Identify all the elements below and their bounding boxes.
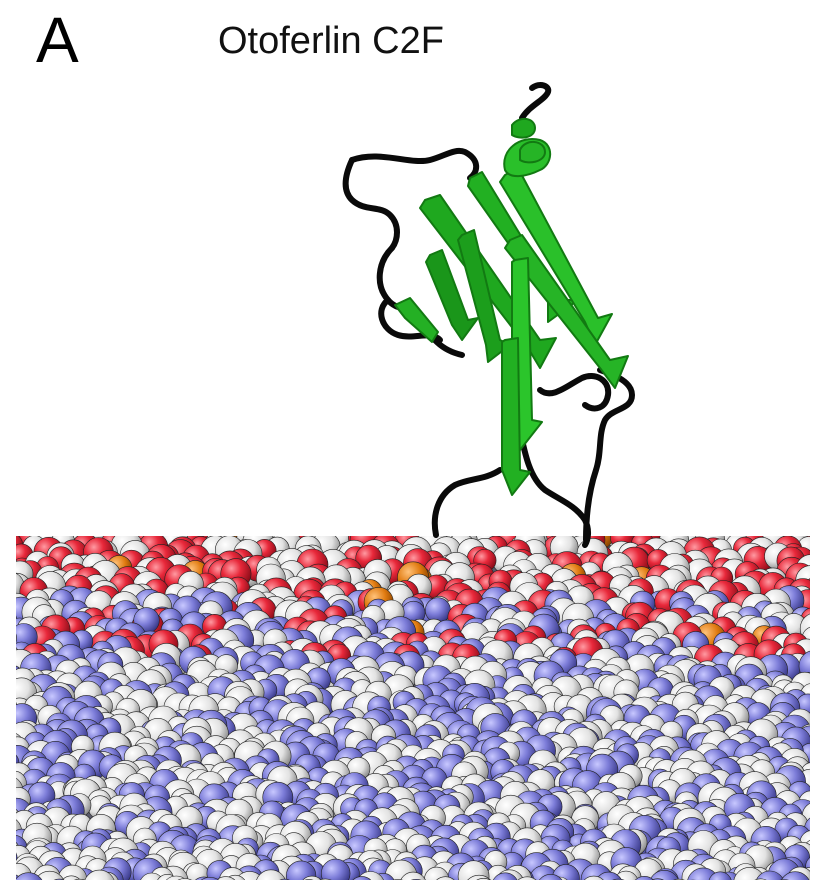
carbon-atom (304, 879, 314, 880)
hydrogen-atom (436, 876, 455, 880)
carbon-atom (0, 786, 15, 809)
hydrogen-atom (216, 876, 236, 880)
carbon-atom (16, 872, 43, 880)
oxygen-atom (0, 531, 12, 556)
hydrogen-atom (392, 879, 403, 880)
hydrogen-atom (319, 878, 332, 880)
figure-title: Otoferlin C2F (218, 20, 444, 62)
helix-top-2 (511, 117, 536, 139)
hydrogen-atom (16, 811, 17, 821)
carbon-atom (424, 597, 451, 624)
strand-8 (394, 297, 439, 343)
strand-2 (499, 167, 613, 346)
lipid-membrane (0, 531, 810, 880)
loop-right (583, 367, 635, 543)
carbon-atom (16, 852, 18, 865)
strand-9 (501, 337, 531, 496)
carbon-atom (286, 860, 317, 880)
hydrogen-atom (16, 633, 17, 643)
oxygen-atom (0, 611, 14, 636)
carbon-atom (16, 729, 17, 739)
hydrogen-atom (84, 869, 115, 880)
carbon-atom (539, 874, 563, 880)
loop-right-inner (537, 373, 612, 412)
loop-top-right (519, 82, 552, 121)
hydrogen-atom (673, 878, 685, 880)
loop-descending-left (431, 467, 503, 538)
carbon-atom (649, 870, 679, 880)
strand-5 (457, 229, 511, 363)
hydrogen-atom (74, 878, 86, 880)
loop-left-top (342, 157, 400, 251)
carbon-atom (321, 858, 351, 880)
hydrogen-atom (16, 701, 18, 714)
hydrogen-atom (583, 875, 604, 880)
panel-label: A (36, 4, 79, 76)
hydrogen-atom (400, 871, 426, 880)
strand-7 (425, 249, 479, 341)
carbon-atom (352, 876, 372, 880)
carbon-atom (651, 878, 664, 880)
carbon-atom (755, 870, 784, 880)
carbon-atom (200, 877, 220, 880)
protein-structure (342, 82, 635, 548)
hydrogen-atom (754, 878, 767, 880)
carbon-atom (0, 654, 14, 681)
hydrogen-atom (61, 875, 81, 880)
carbon-atom (612, 878, 625, 880)
hydrogen-atom (185, 863, 210, 880)
hydrogen-atom (140, 872, 164, 880)
hydrogen-atom (517, 876, 537, 880)
hydrogen-atom (177, 878, 192, 880)
carbon-atom (779, 879, 789, 880)
loop-upper (349, 148, 480, 181)
hydrogen-atom (16, 708, 19, 725)
hydrogen-atom (34, 870, 65, 880)
protein-strands (394, 117, 629, 496)
hydrogen-atom (256, 869, 286, 880)
helix-top-3 (519, 141, 546, 164)
carbon-atom (0, 762, 15, 787)
carbon-atom (16, 615, 18, 627)
hydrogen-atom (16, 874, 18, 880)
loop-descending-mid (517, 427, 591, 548)
carbon-atom (708, 871, 732, 880)
carbon-atom (53, 878, 65, 880)
carbon-atom (410, 879, 422, 880)
carbon-atom (279, 878, 290, 880)
carbon-atom (634, 876, 654, 880)
hydrogen-atom (302, 875, 322, 880)
hydrogen-atom (0, 684, 12, 706)
hydrogen-atom (0, 561, 14, 588)
hydrogen-atom (16, 559, 19, 575)
hydrogen-atom (733, 867, 766, 880)
carbon-atom (595, 871, 622, 880)
hydrogen-atom (476, 878, 491, 880)
carbon-atom (492, 872, 518, 880)
carbon-atom (781, 871, 810, 880)
